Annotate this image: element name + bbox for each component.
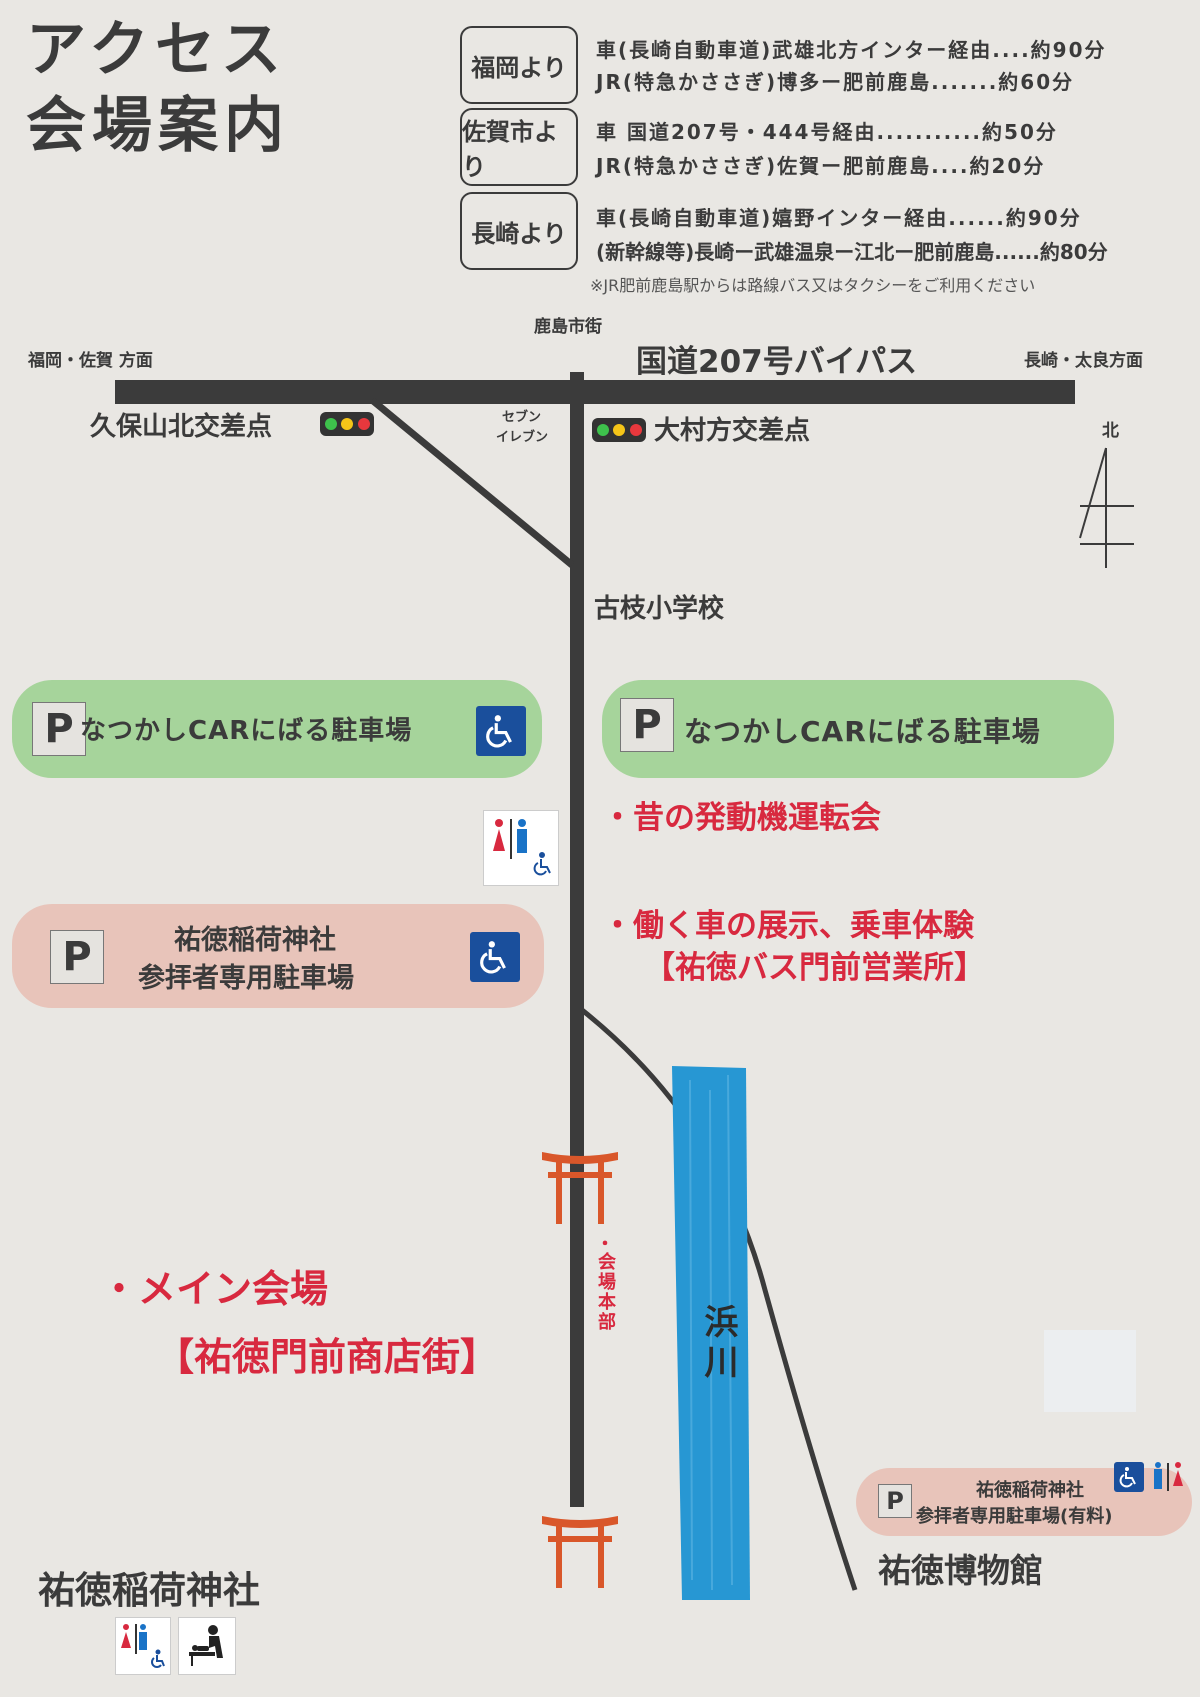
hq-bullet: ・: [596, 1234, 614, 1255]
direction-fukuoka-saga: 福岡・佐賀 方面: [28, 351, 153, 371]
title-venue-guide: 会場案内: [26, 91, 290, 161]
traffic-light-icon: [320, 412, 374, 436]
restroom-accessible-icon: [483, 810, 559, 886]
torii-gate-1: [542, 1152, 618, 1224]
parking-icon: P: [50, 930, 104, 984]
torii-gate-2: [542, 1516, 618, 1588]
parking-icon: P: [878, 1484, 912, 1518]
parking-natsukashi-right: P なつかしCARにばる駐車場: [602, 680, 1114, 778]
main-road: [570, 372, 584, 1507]
accessible-icon: [1114, 1462, 1144, 1492]
river-label: 浜川: [698, 1304, 738, 1384]
north-label: 北: [1102, 421, 1119, 441]
restroom-accessible-icon: [115, 1617, 171, 1675]
seven-eleven-label-1: セブン: [502, 410, 542, 425]
yutoku-inari-shrine: 祐徳稲荷神社: [38, 1569, 260, 1612]
parking-shrine-label-1: 祐徳稲荷神社: [174, 925, 336, 956]
intersection-kuboyama: 久保山北交差点: [90, 412, 273, 442]
origin-saga: 佐賀市より: [460, 108, 578, 186]
school-label: 古枝小学校: [594, 594, 725, 624]
parking-icon: P: [32, 702, 86, 756]
seven-eleven-label-2: イレブン: [496, 430, 549, 445]
traffic-light-icon: [592, 418, 646, 442]
parking-natsukashi-right-label: なつかしCARにばる駐車場: [684, 715, 1041, 748]
title-access: アクセス: [26, 15, 287, 85]
paid-parking-label-1: 祐徳稲荷神社: [976, 1480, 1084, 1501]
bypass-road: [115, 380, 1075, 404]
venue-headquarters: 会場本部: [595, 1252, 616, 1332]
route-fukuoka-jr: JR(特急かささぎ)博多ー肥前鹿島.......約60分: [596, 70, 1075, 94]
yutoku-museum: 祐徳博物館: [878, 1551, 1043, 1590]
city-center-label: 鹿島市街: [534, 317, 602, 337]
paid-parking-label-2: 参拝者専用駐車場(有料): [916, 1506, 1113, 1527]
main-venue-location: 【祐徳門前商店街】: [156, 1335, 499, 1379]
event-engine-demo: ・昔の発動機運転会: [602, 800, 881, 836]
accessible-icon: [470, 932, 520, 982]
route-nagasaki-shinkansen: (新幹線等)長崎ー武雄温泉ー江北ー肥前鹿島......約80分: [596, 240, 1108, 264]
direction-nagasaki-tara: 長崎・太良方面: [1024, 351, 1143, 371]
parking-natsukashi-left-label: なつかしCARにばる駐車場: [80, 716, 413, 746]
access-note: ※JR肥前鹿島駅からは路線バス又はタクシーをご利用ください: [590, 276, 1036, 295]
parking-shrine-worshippers: P 祐徳稲荷神社 参拝者専用駐車場: [12, 904, 544, 1008]
route-saga-jr: JR(特急かささぎ)佐賀ー肥前鹿島....約20分: [596, 154, 1046, 178]
bypass-label: 国道207号バイパス: [636, 344, 918, 380]
parking-shrine-label-2: 参拝者専用駐車場: [138, 963, 354, 994]
origin-nagasaki: 長崎より: [460, 192, 578, 270]
accessible-icon: [476, 706, 526, 756]
origin-fukuoka: 福岡より: [460, 26, 578, 104]
parking-natsukashi-left: P なつかしCARにばる駐車場: [12, 680, 542, 778]
restroom-icon: [1154, 1462, 1183, 1491]
intersection-omuragata: 大村方交差点: [654, 416, 811, 446]
placeholder-square: [1044, 1330, 1136, 1412]
route-saga-car: 車 国道207号・444号経由...........約50分: [596, 120, 1058, 144]
route-nagasaki-car: 車(長崎自動車道)嬉野インター経由......約90分: [596, 206, 1082, 230]
event-working-cars-location: 【祐徳バス門前営業所】: [644, 950, 985, 986]
branch-road-north: [369, 397, 575, 568]
event-working-cars: ・働く車の展示、乗車体験: [602, 908, 974, 944]
baby-changing-icon: [178, 1617, 236, 1675]
main-venue: ・メイン会場: [100, 1267, 329, 1311]
parking-icon: P: [620, 698, 674, 752]
branch-road-south: [580, 1008, 858, 1591]
route-fukuoka-car: 車(長崎自動車道)武雄北方インター経由....約90分: [596, 38, 1107, 62]
